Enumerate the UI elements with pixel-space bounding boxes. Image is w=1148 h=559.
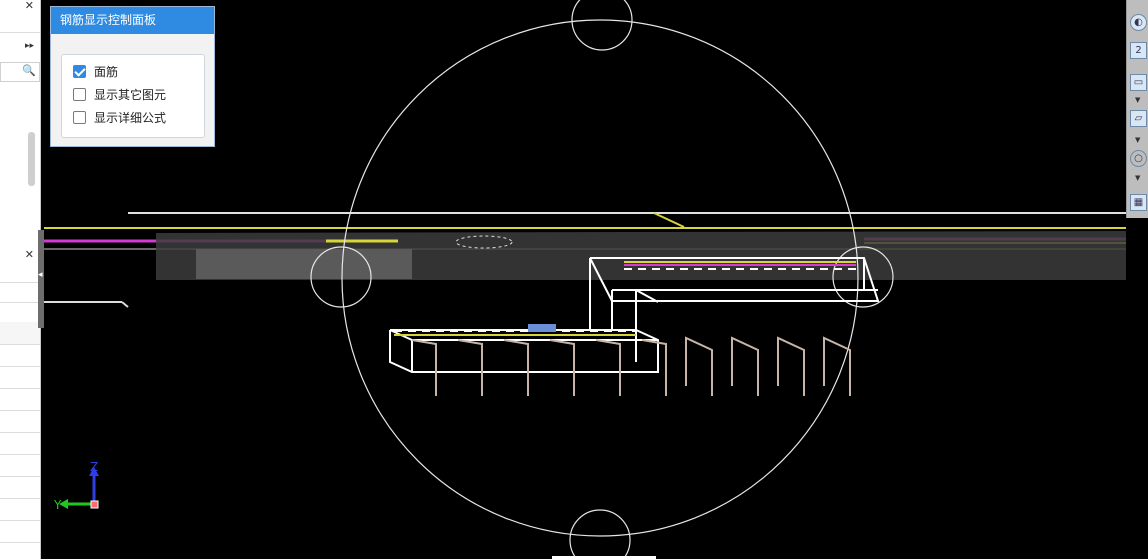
list-item[interactable] <box>0 454 40 477</box>
y-axis-label: Y <box>53 498 62 512</box>
list-item[interactable] <box>0 388 40 411</box>
option-label: 显示其它图元 <box>94 87 167 102</box>
rotate-icon[interactable]: ○ <box>1130 150 1147 167</box>
status-indicator <box>552 556 656 559</box>
panel-splitter[interactable]: ◂ <box>38 230 44 328</box>
option-label: 面筋 <box>94 64 119 79</box>
list-item[interactable] <box>0 410 40 433</box>
checkbox-show-other-elements[interactable] <box>73 87 86 101</box>
list-item[interactable] <box>0 262 40 283</box>
chevron-down-icon[interactable]: ▼ <box>1135 174 1141 182</box>
grid-icon[interactable]: ▦ <box>1130 194 1147 211</box>
list-item[interactable] <box>0 322 40 345</box>
grip-circle-right <box>832 246 894 308</box>
view-toolbar: ◐ 2 ▭ ▼ ▱ ▼ ○ ▼ ▦ <box>1126 0 1148 218</box>
search-icon[interactable]: 🔍 <box>22 64 36 77</box>
panel-title: 钢筋显示控制面板 <box>51 7 214 34</box>
y-axis-arrow <box>59 499 68 509</box>
list-item[interactable] <box>0 498 40 521</box>
option-top-rebar[interactable]: 面筋 <box>73 62 118 80</box>
checkbox-top-rebar[interactable] <box>73 64 86 78</box>
list-item[interactable] <box>0 432 40 455</box>
search-input[interactable]: 🔍 <box>0 62 40 82</box>
chevron-down-icon[interactable]: ▼ <box>1135 136 1141 144</box>
axis-origin <box>90 500 99 509</box>
zoom-circle <box>341 19 859 537</box>
list-item[interactable] <box>0 476 40 499</box>
cube-view-icon[interactable]: ▭ <box>1130 74 1147 91</box>
3d-viewport[interactable]: Z Y <box>44 0 1126 559</box>
expand-arrow-icon[interactable]: ▸▸ <box>24 41 34 51</box>
options-box: 面筋 显示其它图元 显示详细公式 <box>61 54 205 138</box>
list-item[interactable] <box>0 302 40 323</box>
selected-rebar-marker <box>528 324 556 332</box>
edge-line <box>121 301 129 308</box>
sphere-view-icon[interactable]: ◐ <box>1130 14 1147 31</box>
beam-shadow <box>196 249 412 279</box>
dock-header <box>0 10 40 33</box>
rebar-ring <box>455 235 513 249</box>
scrollbar[interactable] <box>28 132 35 186</box>
left-dock: ✕ ▸▸ 🔍 ✕ <box>0 0 41 559</box>
list-item[interactable] <box>0 282 40 303</box>
rebar-line-yellow <box>653 212 685 228</box>
stirrup-group <box>411 336 851 396</box>
grip-circle-bottom <box>569 509 631 559</box>
z-axis-label: Z <box>90 460 98 474</box>
cube-view-icon[interactable]: ▱ <box>1130 110 1147 127</box>
list-item[interactable] <box>0 366 40 389</box>
chevron-down-icon[interactable]: ▼ <box>1135 96 1141 104</box>
grip-circle-top <box>571 0 633 51</box>
option-show-detailed-formula[interactable]: 显示详细公式 <box>73 108 166 126</box>
list-item[interactable] <box>0 344 40 367</box>
rebar-scene: Z Y <box>44 0 1126 559</box>
option-label: 显示详细公式 <box>94 110 167 125</box>
front-view-button[interactable]: 2 <box>1130 42 1147 59</box>
close-icon[interactable]: ✕ <box>24 0 34 12</box>
grip-circle-left <box>310 246 372 308</box>
z-axis-arrow <box>89 467 99 476</box>
list-item[interactable] <box>0 520 40 543</box>
collapse-arrow-icon[interactable]: ◂ <box>38 270 43 280</box>
option-show-other-elements[interactable]: 显示其它图元 <box>73 85 166 103</box>
close-icon[interactable]: ✕ <box>24 248 34 261</box>
checkbox-show-detailed-formula[interactable] <box>73 110 86 124</box>
rebar-display-control-panel: 钢筋显示控制面板 面筋 显示其它图元 显示详细公式 <box>50 6 215 147</box>
